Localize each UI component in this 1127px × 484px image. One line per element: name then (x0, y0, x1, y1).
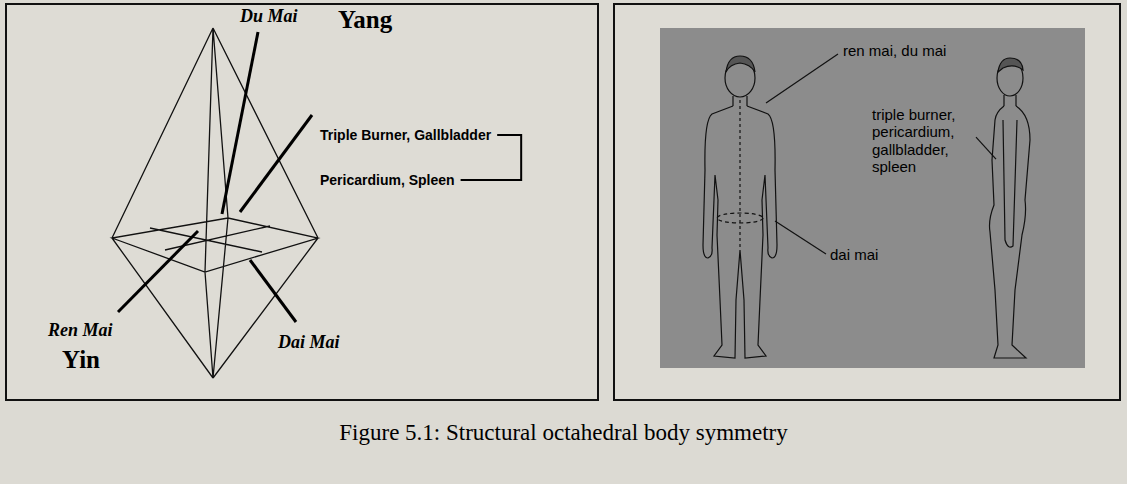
axis-label: Ren Mai (48, 320, 113, 341)
side-figure (990, 58, 1031, 358)
pole-label: Yang (338, 6, 392, 35)
axis-label: Du Mai (240, 6, 298, 27)
right-panel (614, 4, 1120, 400)
dai-mai-axis (250, 260, 296, 322)
ren-mai-axis (118, 231, 198, 312)
axis-label: Dai Mai (278, 332, 340, 353)
front-figure (703, 56, 777, 358)
channel-label: ren mai, du mai (843, 42, 946, 59)
channel-label: triple burner, pericardium, gallbladder,… (872, 106, 972, 175)
figure-caption: Figure 5.1: Structural octahedral body s… (0, 420, 1127, 446)
octahedron (112, 28, 318, 378)
pole-label: Yin (62, 346, 100, 375)
left-panel (6, 4, 598, 400)
grey-ground (660, 28, 1085, 368)
du-mai-axis (222, 32, 258, 214)
leader-line (775, 221, 826, 254)
leader-line (766, 54, 838, 103)
channel-label: Triple Burner, Gallbladder (320, 127, 491, 143)
channel-label: dai mai (830, 246, 878, 263)
axis-lines (118, 32, 312, 322)
leader-lines (766, 54, 996, 254)
leader-line (976, 137, 996, 159)
channel-label: Pericardium, Spleen (320, 172, 455, 188)
ren-mai-axis (240, 115, 312, 212)
